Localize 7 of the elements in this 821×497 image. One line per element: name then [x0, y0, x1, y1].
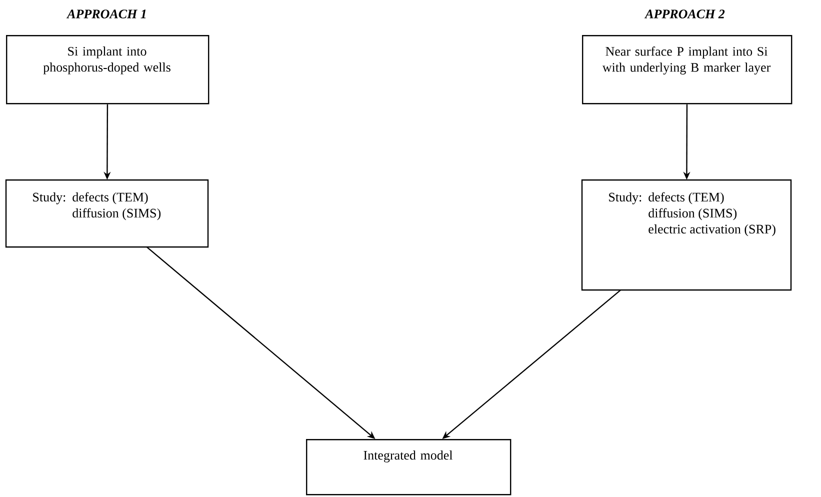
process-box: Si implant into phosphorus-doped wells	[6, 35, 210, 104]
process-box: Study: defects (TEM) diffusion (SIMS) electric activation (SRP)	[581, 179, 792, 291]
process-box: Near surface P implant into Si with underlying B marker layer	[582, 35, 792, 104]
approach-heading: APPROACH 1	[66, 10, 146, 18]
approach-heading: APPROACH 2	[644, 10, 725, 18]
process-box: Integrated model	[306, 438, 512, 496]
process-box: Study: defects (TEM) diffusion (SIMS)	[5, 179, 209, 248]
